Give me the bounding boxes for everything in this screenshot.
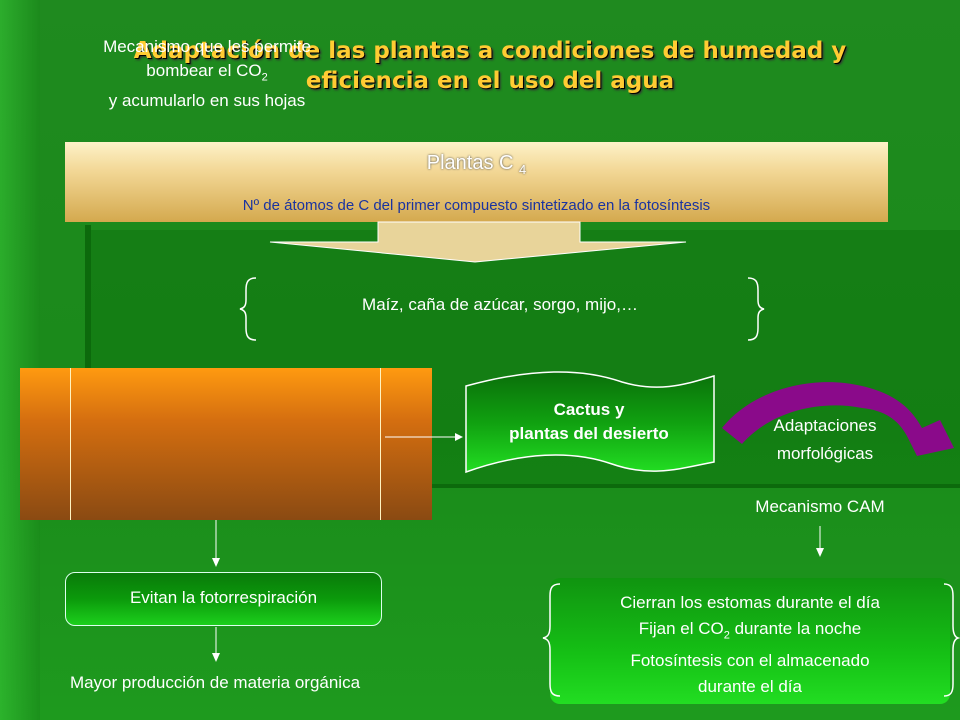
title-line-2: eficiencia en el uso del agua xyxy=(305,68,675,94)
arrow-to-evitan-head-icon xyxy=(212,558,220,567)
evitan-box xyxy=(65,572,382,626)
cierran-line-2-text-b: durante la noche xyxy=(729,619,862,638)
cierran-line-2: Fijan el CO2 durante la noche xyxy=(550,616,950,648)
cierran-box xyxy=(550,578,950,704)
cierran-line-1: Cierran los estomas durante el día xyxy=(620,593,880,612)
background-line xyxy=(432,484,960,488)
background-line xyxy=(85,225,91,370)
adaptations-line-1: Adaptaciones xyxy=(773,416,877,435)
cierran-line-2-subscript: 2 xyxy=(723,629,730,642)
cam-label: Mecanismo CAM xyxy=(755,497,885,516)
cierran-line-3: Fotosíntesis con el almacenado xyxy=(630,651,870,671)
mechanism-divider-left xyxy=(70,368,71,520)
arrow-to-mayor-head-icon xyxy=(212,653,220,662)
mechanism-line-3: y acumularlo en sus hojas xyxy=(108,91,306,111)
cierran-text: Cierran los estomas durante el día Fijan… xyxy=(550,590,950,700)
c4-plants-box: Plantas C 4 Nº de átomos de C del primer… xyxy=(65,142,888,222)
title-line-1: Adaptación de las plantas a condiciones … xyxy=(133,38,847,64)
cierran-line-4: durante el día xyxy=(698,677,802,697)
mechanism-line-1: Mecanismo que les permite xyxy=(103,37,311,56)
cierran-line-2-text-a: Fijan el CO xyxy=(638,619,724,638)
curved-arrow-icon xyxy=(722,382,954,456)
examples-text: Maíz, caña de azúcar, sorgo, mijo,… xyxy=(362,295,638,314)
c4-heading-subscript: 4 xyxy=(519,162,527,177)
mechanism-line-2-text: bombear el CO xyxy=(146,61,262,80)
slide-title: Adaptación de las plantas a condiciones … xyxy=(60,36,920,96)
c4-subtitle: Nº de átomos de C del primer compuesto s… xyxy=(242,197,711,214)
cactus-line-2: plantas del desierto xyxy=(509,424,669,443)
cactus-banner-shape xyxy=(465,371,715,474)
c4-heading: Plantas C 4 xyxy=(65,152,888,177)
mayor-text: Mayor producción de materia orgánica xyxy=(69,673,361,692)
c4-heading-text: Plantas C xyxy=(426,152,514,174)
cactus-line-1: Cactus y xyxy=(553,400,625,419)
arrow-to-cierran-head-icon xyxy=(816,548,824,557)
adaptations-text: Adaptaciones morfológicas xyxy=(735,412,915,468)
mechanism-text: Mecanismo que les permite bombear el CO2… xyxy=(52,35,362,113)
cactus-text: Cactus y plantas del desierto xyxy=(462,398,716,446)
evitan-text: Evitan la fotorrespiración xyxy=(129,588,318,607)
adaptations-line-2: morfológicas xyxy=(776,444,874,463)
mechanism-line-2-subscript: 2 xyxy=(261,71,268,84)
mechanism-divider-right xyxy=(380,368,381,520)
background-band-left xyxy=(0,0,40,720)
mechanism-box xyxy=(20,368,432,520)
mechanism-line-2: bombear el CO2 xyxy=(52,59,362,89)
